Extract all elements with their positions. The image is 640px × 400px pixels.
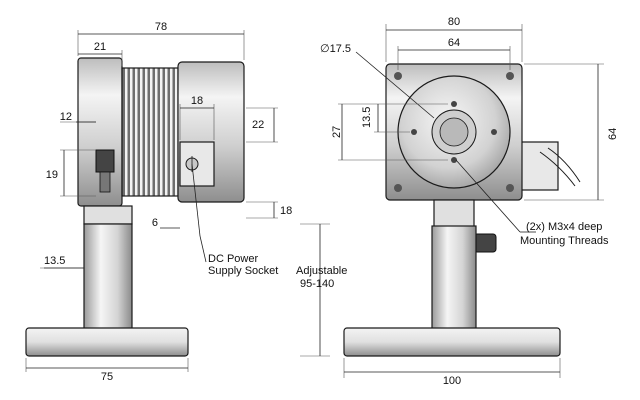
front-dimensions — [338, 24, 604, 378]
label-socket-line1: DC Power — [208, 253, 258, 265]
dim-21: 21 — [94, 41, 106, 53]
label-adjustable-line2: 95-140 — [300, 278, 334, 290]
dim-80: 80 — [448, 16, 460, 28]
dim-75: 75 — [101, 371, 113, 383]
label-threads-line1: (2x) M3x4 deep — [526, 221, 602, 233]
cable-gland — [95, 149, 115, 173]
heatsink-fins — [121, 67, 179, 197]
front-view — [343, 63, 581, 357]
dim-13-5-front: 13.5 — [361, 107, 373, 128]
dim-19: 19 — [46, 169, 58, 181]
base — [25, 327, 189, 357]
side-dimensions — [25, 30, 330, 372]
label-threads-line2: Mounting Threads — [520, 235, 609, 247]
label-socket-line2: Supply Socket — [208, 265, 278, 277]
dim-78: 78 — [155, 21, 167, 33]
dim-18-bottom: 18 — [280, 205, 292, 217]
dim-18-socket: 18 — [191, 95, 203, 107]
post — [83, 223, 133, 331]
dim-100: 100 — [443, 375, 461, 387]
post-holder — [83, 205, 133, 225]
thumbscrew — [473, 233, 497, 253]
dim-64-height: 64 — [607, 128, 619, 140]
label-adjustable-line1: Adjustable — [296, 265, 347, 277]
dim-6: 6 — [152, 217, 158, 229]
dim-dia-17-5: ∅17.5 — [320, 43, 351, 55]
cable-connector — [519, 141, 559, 191]
dim-22: 22 — [252, 119, 264, 131]
dim-27: 27 — [331, 126, 343, 138]
dim-13-5-post: 13.5 — [44, 255, 65, 267]
dim-64-width: 64 — [448, 37, 460, 49]
side-view — [25, 57, 245, 357]
front-base — [343, 327, 561, 357]
front-post — [431, 225, 477, 331]
dim-12: 12 — [60, 111, 72, 123]
